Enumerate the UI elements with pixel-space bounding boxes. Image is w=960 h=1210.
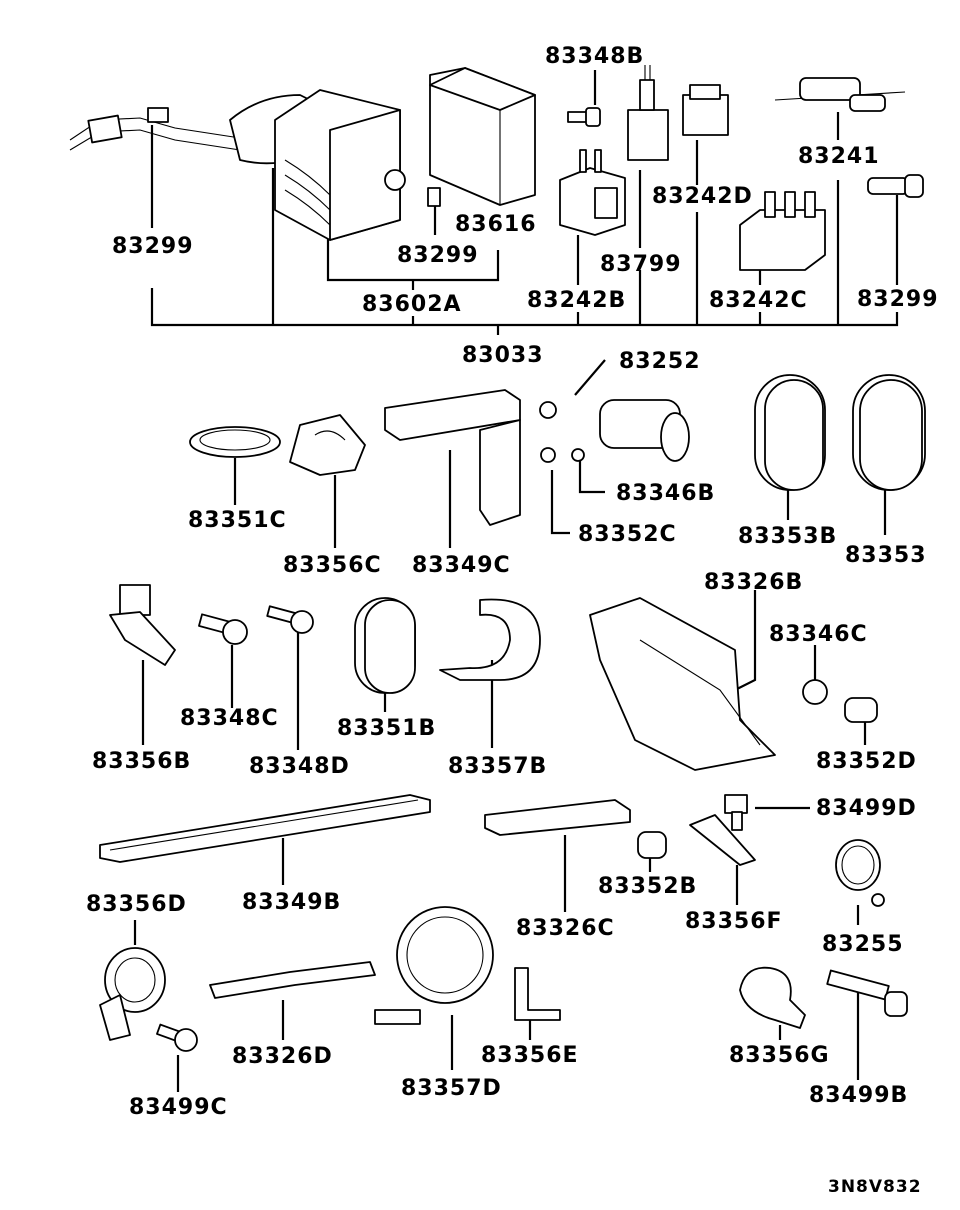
clip-drawing [427, 187, 441, 207]
part-label-83352B: 83352B [598, 874, 698, 899]
part-label-83352D: 83352D [816, 749, 917, 774]
clip-drawing-83356B [109, 584, 176, 666]
screw-drawing-83348C [198, 613, 248, 645]
screw-drawing-83348D [266, 605, 314, 634]
grommet-drawing-83351B [354, 597, 416, 694]
grommet-drawing-83353 [852, 374, 926, 491]
clip-drawing-83255 [835, 839, 885, 907]
part-label-83299-mid: 83299 [397, 243, 479, 268]
harness-bracket-lines [150, 168, 899, 335]
relay-drawing-83242D [682, 84, 729, 136]
part-label-83348D: 83348D [249, 754, 350, 779]
part-label-83241: 83241 [798, 144, 880, 169]
part-label-83602A: 83602A [362, 292, 462, 317]
part-label-83349B: 83349B [242, 890, 342, 915]
part-label-83346C: 83346C [769, 622, 868, 647]
part-label-83356E: 83356E [481, 1043, 579, 1068]
part-label-83252: 83252 [619, 349, 701, 374]
clip-drawing-83356C [289, 414, 366, 476]
part-label-83242C: 83242C [709, 288, 808, 313]
grommet-drawing-83353B [754, 374, 826, 491]
screw-drawing-83348B [567, 107, 601, 127]
part-label-83356F: 83356F [685, 909, 783, 934]
part-label-83348C: 83348C [180, 706, 279, 731]
part-label-83356B: 83356B [92, 749, 192, 774]
part-label-83353B: 83353B [738, 524, 838, 549]
part-label-83351C: 83351C [188, 508, 287, 533]
part-label-83326B: 83326B [704, 570, 804, 595]
duct-drawing-83326B [589, 597, 776, 771]
part-label-83326C: 83326C [516, 916, 615, 941]
clip-drawing-83356D [99, 947, 166, 1041]
part-label-83357D: 83357D [401, 1076, 502, 1101]
part-label-83255: 83255 [822, 932, 904, 957]
relay-drawing-83242C [739, 191, 826, 271]
connector-cover-drawing [429, 67, 536, 206]
cap-drawing-83352B [637, 831, 667, 859]
part-label-83352C: 83352C [578, 522, 677, 547]
relay-drawing-83242B [559, 149, 626, 236]
part-label-83499D: 83499D [816, 796, 917, 821]
part-label-83326D: 83326D [232, 1044, 333, 1069]
bracket-drawing-83349C [384, 389, 521, 526]
part-label-83799: 83799 [600, 252, 682, 277]
fuse-holder-drawing [774, 77, 906, 112]
diagram-code: 3N8V832 [828, 1177, 922, 1197]
part-label-83353: 83353 [845, 543, 927, 568]
grommet-drawing-83351C [189, 426, 281, 458]
channel-drawing-83326D [209, 961, 376, 999]
clamp-drawing-83357D [374, 906, 494, 1025]
part-label-83499B: 83499B [809, 1083, 909, 1108]
part-label-83616: 83616 [455, 212, 537, 237]
leader-lines [133, 70, 899, 1092]
washer-drawing-83346C [802, 679, 828, 705]
part-label-83242D: 83242D [652, 184, 753, 209]
clip-drawing-83356G [739, 966, 806, 1029]
part-label-83349C: 83349C [412, 553, 511, 578]
motor-drawing [539, 399, 690, 463]
part-label-83499C: 83499C [129, 1095, 228, 1120]
part-label-83357B: 83357B [448, 754, 548, 779]
part-label-83356D: 83356D [86, 892, 187, 917]
clamp-drawing-83357B [439, 598, 541, 681]
connector-box-drawing [274, 89, 406, 241]
part-label-83356C: 83356C [283, 553, 382, 578]
cap-drawing-83352D [844, 697, 878, 723]
bracket-drawing-83356F [689, 794, 756, 866]
bolt-drawing-83299 [867, 174, 924, 198]
part-label-83299-right: 83299 [857, 287, 939, 312]
part-label-83033: 83033 [462, 343, 544, 368]
channel-drawing-83326C [484, 799, 631, 836]
bolt-drawing-83499C [156, 1023, 198, 1052]
bracket-drawing-83356E [514, 967, 561, 1021]
part-label-83299-left: 83299 [112, 234, 194, 259]
bolt-drawing-83499B [826, 969, 908, 1017]
part-label-83346B: 83346B [616, 481, 716, 506]
part-label-83242B: 83242B [527, 288, 627, 313]
part-label-83348B: 83348B [545, 44, 645, 69]
channel-drawing-83349B [99, 794, 431, 863]
relay-drawing-83799 [627, 65, 669, 161]
part-label-83356G: 83356G [729, 1043, 830, 1068]
part-label-83351B: 83351B [337, 716, 437, 741]
